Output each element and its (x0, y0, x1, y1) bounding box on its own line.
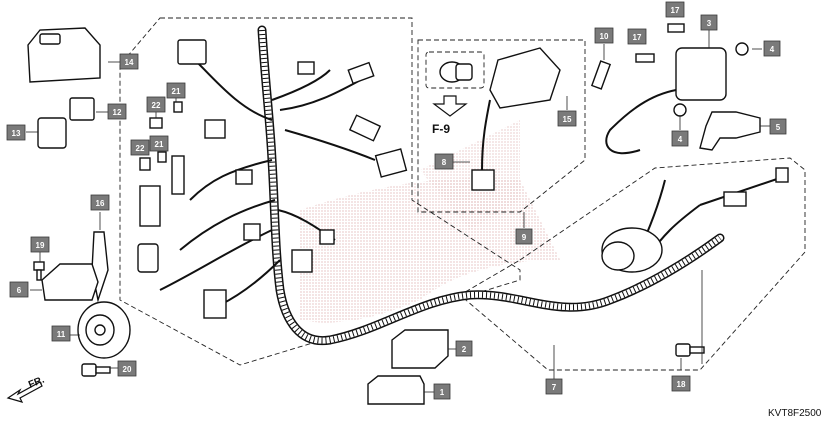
svg-text:22: 22 (152, 101, 161, 110)
svg-text:12: 12 (113, 108, 122, 117)
svg-text:15: 15 (563, 115, 572, 124)
svg-text:16: 16 (96, 199, 105, 208)
ignition-switch-frame (417, 39, 586, 213)
fuse-21a (173, 101, 183, 113)
callout-22a: 22 (146, 96, 166, 113)
fuse-holder-22b (139, 157, 151, 171)
svg-text:2: 2 (462, 345, 467, 354)
callout-20: 20 (117, 360, 137, 377)
bolt-19 (33, 261, 45, 281)
callout-17a: 17 (665, 1, 685, 18)
svg-text:21: 21 (155, 140, 164, 149)
callout-9: 9 (515, 228, 533, 245)
svg-text:14: 14 (125, 58, 134, 67)
svg-text:4: 4 (770, 45, 775, 54)
svg-text:6: 6 (17, 286, 22, 295)
callout-18: 18 (671, 375, 691, 392)
condenser (601, 227, 663, 273)
svg-text:10: 10 (600, 32, 609, 41)
drawing-code: KVT8F2500 (768, 408, 822, 419)
connectors (137, 39, 789, 319)
callout-12: 12 (107, 103, 127, 120)
svg-text:1: 1 (440, 388, 445, 397)
callout-22b: 22 (130, 139, 150, 156)
callout-17b: 17 (627, 28, 647, 45)
regulator-rectifier-6 (41, 263, 99, 301)
svg-text:18: 18 (677, 380, 686, 389)
relay-box-cover (27, 27, 101, 83)
callout-15: 15 (557, 110, 577, 127)
fuse-21b (157, 151, 167, 163)
callout-5: 5 (769, 118, 787, 135)
f9-arrow (432, 95, 468, 117)
ignition-switch (471, 47, 561, 191)
callout-8: 8 (434, 153, 454, 170)
callout-2: 2 (455, 340, 473, 357)
nut-4a (735, 42, 749, 56)
bolt-17b (635, 53, 655, 63)
callout-3: 3 (700, 14, 718, 31)
relay-13 (37, 117, 67, 149)
callout-10: 10 (594, 27, 614, 44)
callout-7: 7 (545, 378, 563, 395)
rubber-cover-2 (391, 329, 449, 369)
main-harness-frame (119, 17, 521, 366)
nut-4b (673, 103, 687, 117)
clamp-10 (590, 60, 612, 90)
callout-4b: 4 (671, 130, 689, 147)
callout-21a: 21 (166, 82, 186, 99)
horn-11 (77, 301, 131, 359)
svg-text:17: 17 (671, 6, 680, 15)
svg-text:5: 5 (776, 123, 781, 132)
callout-13: 13 (6, 124, 26, 141)
key-cylinder (439, 61, 473, 83)
callout-19: 19 (30, 236, 50, 253)
callout-11: 11 (51, 325, 71, 342)
callout-21b: 21 (149, 135, 169, 152)
relay-12 (69, 97, 95, 121)
svg-text:11: 11 (57, 330, 66, 339)
fuse-holder-22a (149, 117, 163, 129)
callout-6: 6 (9, 281, 29, 298)
svg-text:4: 4 (678, 135, 683, 144)
svg-text:20: 20 (123, 365, 132, 374)
rear-harness-frame (459, 157, 806, 371)
rubber-cover-1 (367, 375, 425, 405)
svg-text:13: 13 (12, 129, 21, 138)
spark-plug-cap-5 (699, 111, 761, 151)
bolt-18 (675, 343, 705, 357)
bolt-20 (81, 363, 111, 377)
svg-text:8: 8 (442, 158, 447, 167)
key-reference-frame (425, 51, 485, 89)
callout-4a: 4 (763, 40, 781, 57)
reference-page-label: F-9 (432, 122, 450, 136)
callout-16: 16 (90, 194, 110, 211)
front-direction-arrow: FR. (6, 374, 46, 403)
svg-text:19: 19 (36, 241, 45, 250)
background-shading-right (420, 120, 520, 230)
callout-14: 14 (119, 53, 139, 70)
svg-text:22: 22 (136, 144, 145, 153)
ignition-coil-3 (605, 47, 727, 155)
svg-text:9: 9 (522, 233, 527, 242)
svg-text:7: 7 (552, 383, 557, 392)
callout-1: 1 (433, 383, 451, 400)
leader-lines (26, 30, 770, 393)
svg-text:21: 21 (172, 87, 181, 96)
svg-text:3: 3 (707, 19, 712, 28)
svg-text:17: 17 (633, 33, 642, 42)
front-direction-label: FR. (27, 374, 46, 390)
bolt-17a (667, 23, 685, 33)
